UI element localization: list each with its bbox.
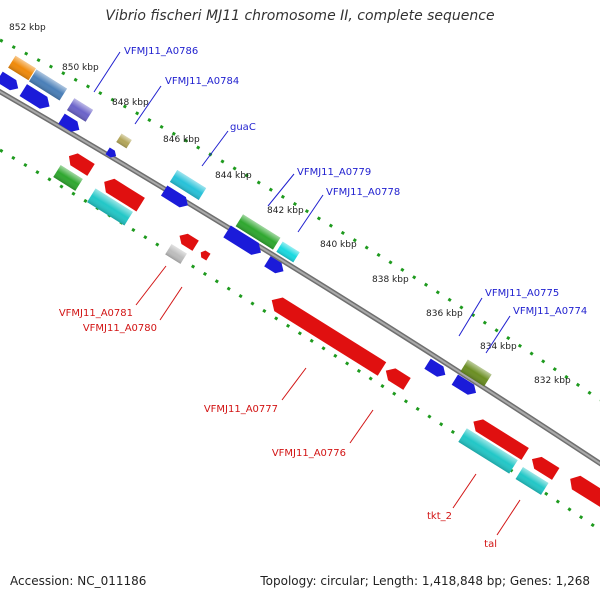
tick-label: 848 kbp [112, 98, 149, 108]
forward-genes [0, 55, 492, 395]
reverse-genes [53, 153, 600, 508]
tick-label: 850 kbp [62, 63, 99, 73]
tick-label: 844 kbp [215, 171, 252, 181]
tick-label: 832 kbp [534, 376, 571, 386]
accession-text: Accession: NC_011186 [10, 574, 147, 588]
tick-label: 846 kbp [163, 135, 200, 145]
gene-label-forward[interactable]: VFMJ11_A0779 [297, 167, 371, 178]
gene-label-forward[interactable]: VFMJ11_A0786 [124, 46, 198, 57]
gene-label-reverse[interactable]: VFMJ11_A0781 [59, 308, 133, 319]
outer-tick-ring [0, 38, 600, 402]
gene-label-forward[interactable]: VFMJ11_A0774 [513, 306, 587, 317]
tick-label: 838 kbp [372, 275, 409, 285]
gene-label-reverse[interactable]: tal [484, 539, 497, 550]
gene-label-reverse[interactable]: VFMJ11_A0776 [272, 448, 346, 459]
tick-label: 840 kbp [320, 240, 357, 250]
gene-label-reverse[interactable]: tkt_2 [427, 511, 452, 522]
tick-label: 834 kbp [480, 342, 517, 352]
gene-label-reverse[interactable]: VFMJ11_A0777 [204, 404, 278, 415]
reverse-leader-lines [135, 265, 521, 536]
gene-label-reverse[interactable]: VFMJ11_A0780 [83, 323, 157, 334]
tick-label: 852 kbp [9, 23, 46, 33]
tick-label: 836 kbp [426, 309, 463, 319]
gene-label-forward[interactable]: VFMJ11_A0775 [485, 288, 559, 299]
tick-label: 842 kbp [267, 206, 304, 216]
sequence-stats: Topology: circular; Length: 1,418,848 bp… [260, 574, 590, 588]
inner-tick-ring [0, 148, 600, 532]
map-title: Vibrio fischeri MJ11 chromosome II, comp… [105, 8, 495, 24]
forward-leader-lines [93, 51, 511, 354]
gene-label-forward[interactable]: guaC [230, 122, 256, 133]
gene-label-forward[interactable]: VFMJ11_A0784 [165, 76, 239, 87]
gene-label-forward[interactable]: VFMJ11_A0778 [326, 187, 400, 198]
